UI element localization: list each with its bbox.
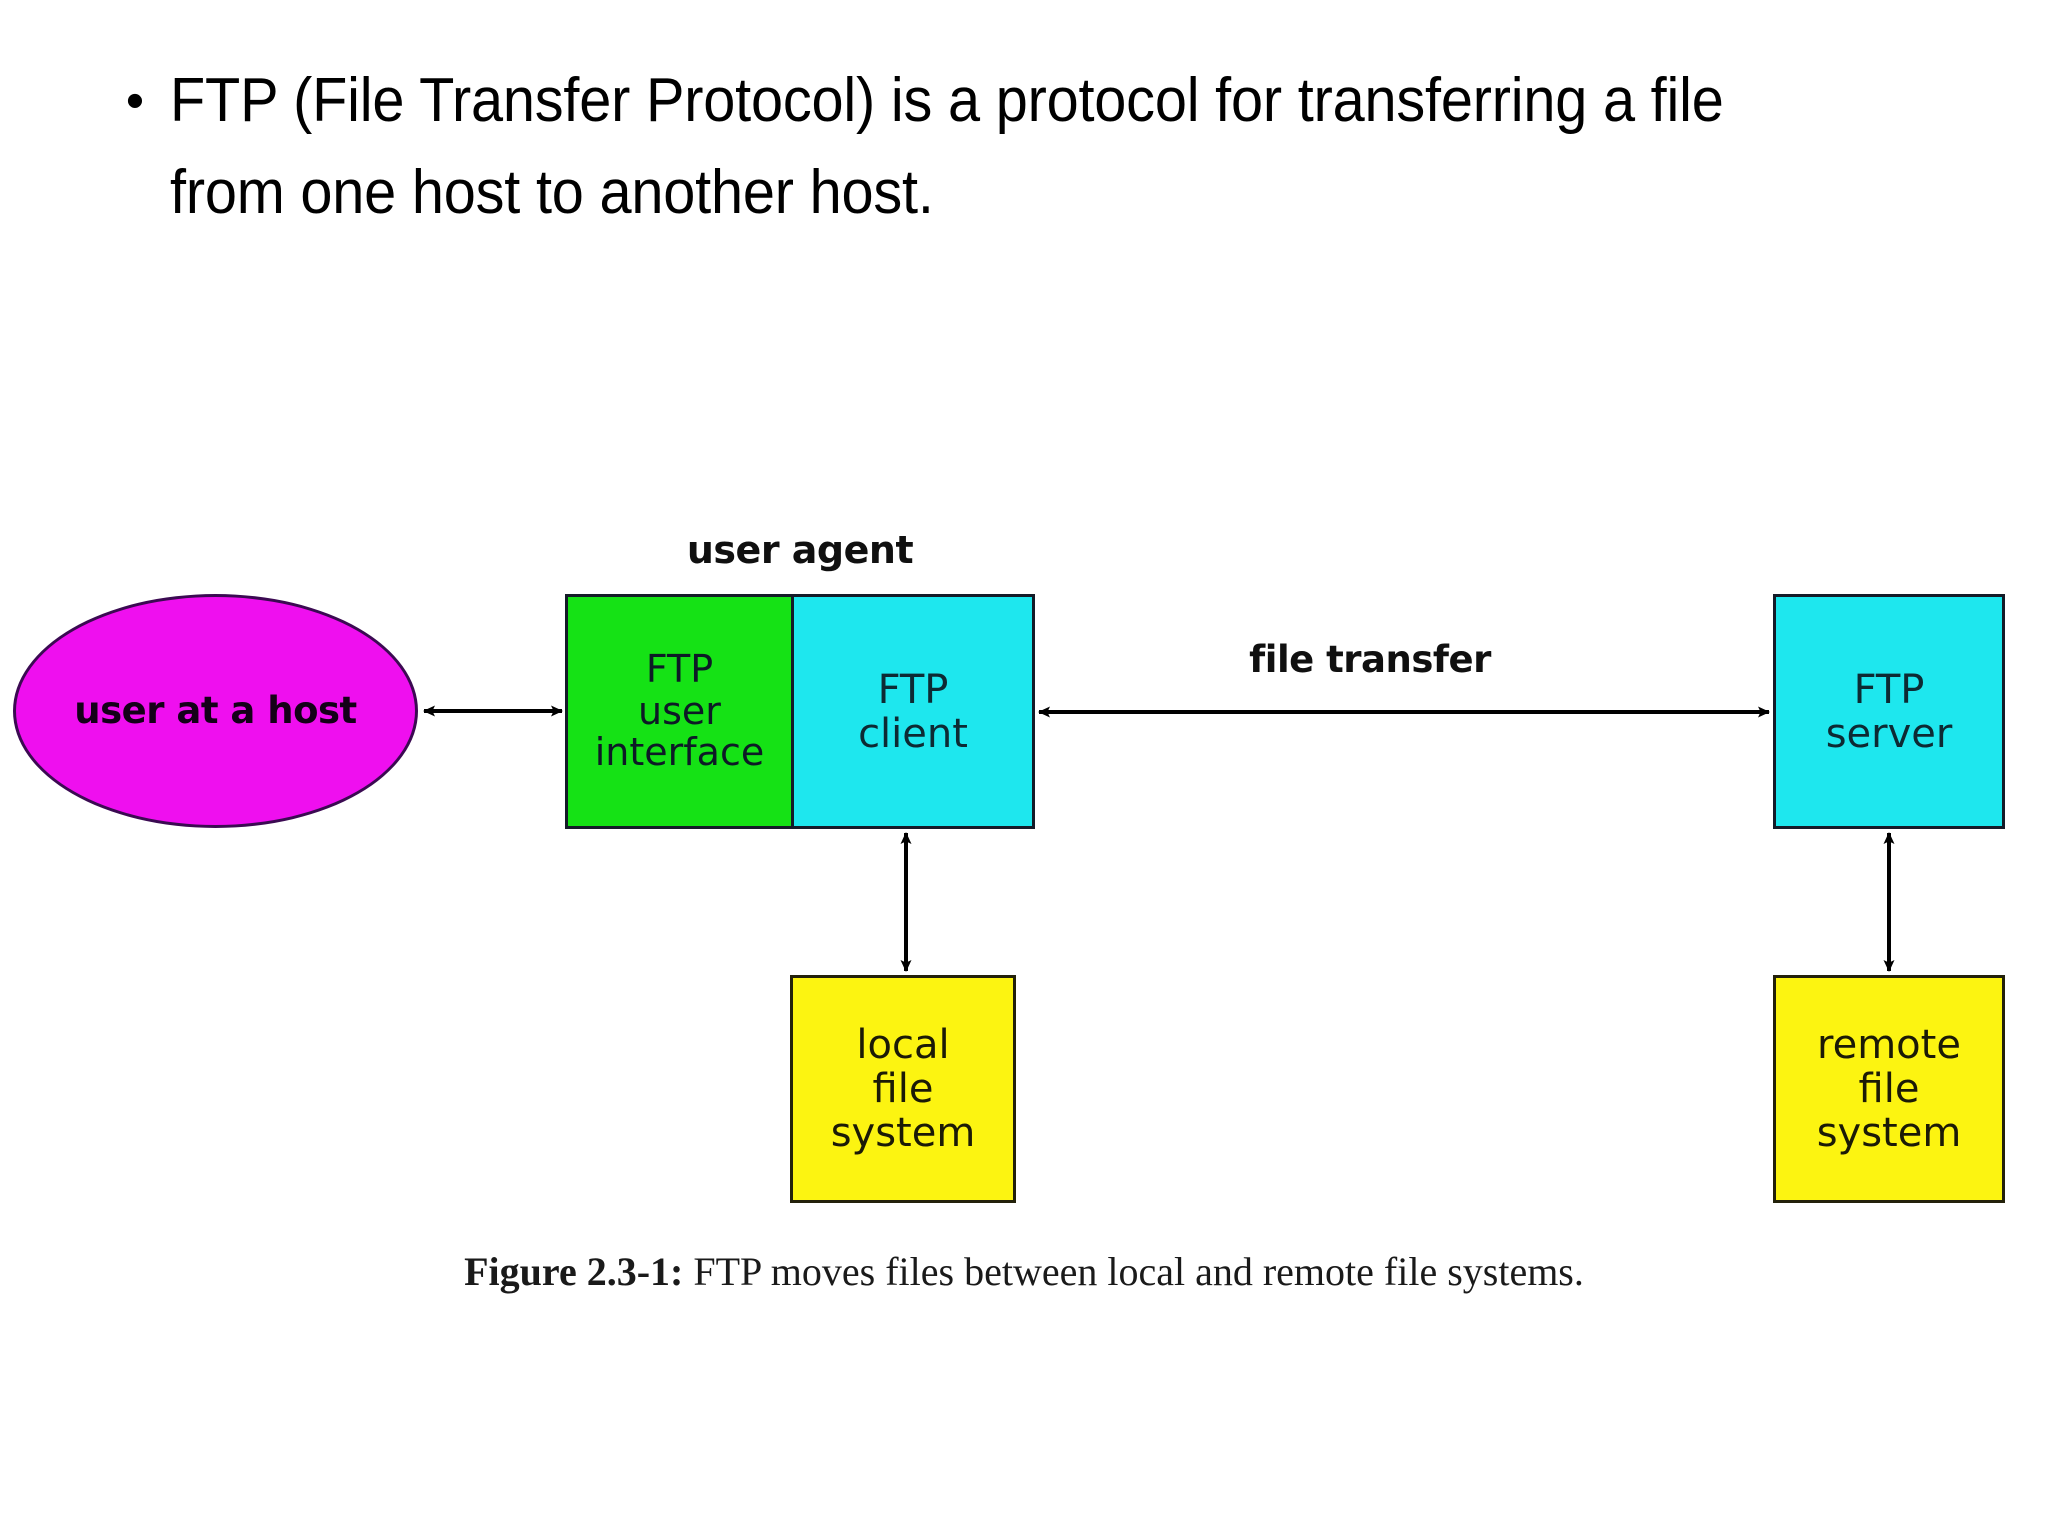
user-agent-container: FTP user interface FTP client — [565, 594, 1035, 829]
node-user-at-a-host-label: user at a host — [74, 688, 357, 732]
node-ftp-client: FTP client — [794, 597, 1032, 826]
bullet-row: • FTP (File Transfer Protocol) is a prot… — [100, 55, 1970, 239]
node-ftp-user-interface: FTP user interface — [568, 597, 794, 826]
file-transfer-edge-label: file transfer — [1249, 638, 1491, 681]
bullet-marker-icon: • — [125, 72, 145, 130]
node-ftp-server-label: FTP server — [1825, 666, 1953, 757]
node-local-file-system: local file system — [790, 975, 1016, 1203]
node-ftp-server: FTP server — [1773, 594, 2005, 829]
node-ftp-user-interface-label: FTP user interface — [594, 646, 765, 775]
figure-caption-text: FTP moves files between local and remote… — [683, 1249, 1584, 1294]
bullet-paragraph: • FTP (File Transfer Protocol) is a prot… — [100, 55, 1970, 239]
figure-caption: Figure 2.3-1: FTP moves files between lo… — [0, 1248, 2048, 1295]
node-local-file-system-label: local file system — [830, 1022, 976, 1156]
user-agent-group-label: user agent — [686, 528, 914, 572]
figure-caption-number: Figure 2.3-1: — [464, 1249, 684, 1294]
node-remote-file-system-label: remote file system — [1816, 1022, 1962, 1156]
node-ftp-client-label: FTP client — [858, 666, 968, 757]
bullet-text: FTP (File Transfer Protocol) is a protoc… — [170, 66, 1740, 227]
node-user-at-a-host: user at a host — [13, 594, 418, 828]
node-remote-file-system: remote file system — [1773, 975, 2005, 1203]
